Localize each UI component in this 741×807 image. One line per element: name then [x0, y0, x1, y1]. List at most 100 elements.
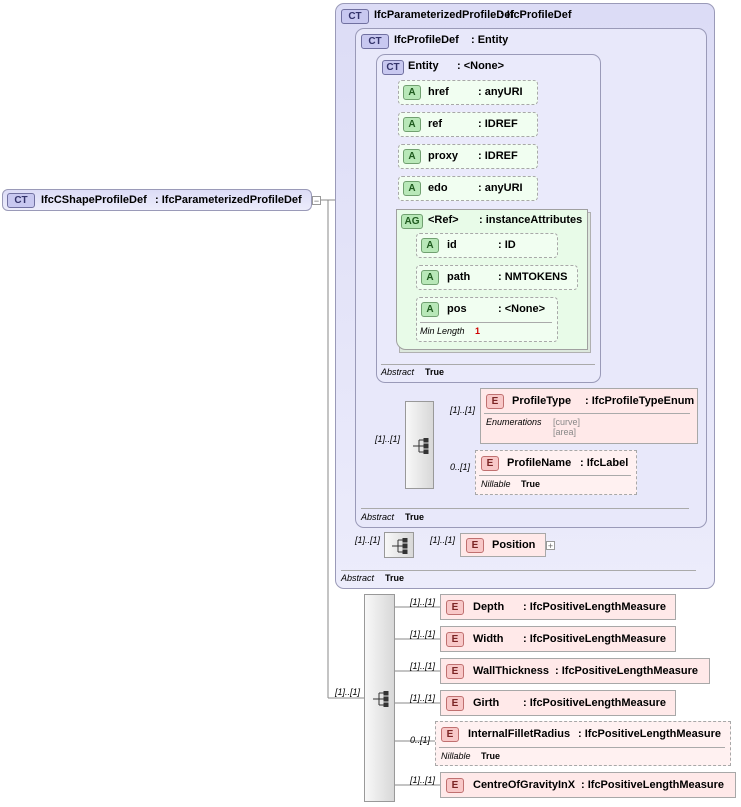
attribute-icon: A	[403, 149, 421, 164]
nillable-label: Nillable	[481, 479, 511, 489]
attribute-path[interactable]: A path : NMTOKENS	[416, 265, 578, 290]
attribute-name: path	[447, 271, 471, 283]
attribute-name: proxy	[428, 150, 458, 162]
element-icon: E	[446, 778, 464, 793]
attribute-icon: A	[403, 85, 421, 100]
sequence-icon	[373, 691, 389, 707]
element-multiplicity: [1]..[1]	[410, 629, 436, 639]
element-name: InternalFilletRadius	[468, 728, 571, 740]
element-depth[interactable]: E Depth : IfcPositiveLengthMeasure	[440, 594, 676, 620]
divider	[479, 475, 631, 476]
element-icon: E	[486, 394, 504, 409]
parameterized-type: : IfcProfileDef	[500, 9, 572, 21]
profile-def-type: : Entity	[471, 34, 509, 46]
complex-type-icon: CT	[382, 60, 404, 75]
expand-toggle-icon[interactable]: +	[546, 541, 555, 551]
element-type: : IfcProfileTypeEnum	[585, 395, 695, 407]
element-width[interactable]: E Width : IfcPositiveLengthMeasure	[440, 626, 676, 652]
collapse-toggle-icon[interactable]: −	[312, 196, 321, 206]
root-name: IfcCShapeProfileDef	[41, 194, 147, 206]
element-name: WallThickness	[473, 665, 550, 677]
attribute-group-type: : instanceAttributes	[479, 214, 583, 226]
element-icon: E	[446, 664, 464, 679]
complex-type-icon: CT	[341, 9, 369, 24]
attribute-icon: A	[421, 302, 439, 317]
element-internal-fillet-radius[interactable]: E InternalFilletRadius : IfcPositiveLeng…	[435, 721, 731, 766]
sequence-compositor[interactable]	[384, 532, 414, 558]
nillable-value: True	[521, 479, 541, 489]
element-wall-thickness[interactable]: E WallThickness : IfcPositiveLengthMeasu…	[440, 658, 710, 684]
complex-type-icon: CT	[361, 34, 389, 49]
sequence-icon	[392, 538, 408, 554]
attribute-name: href	[428, 86, 449, 98]
nillable-label: Nillable	[441, 751, 471, 761]
attribute-proxy[interactable]: A proxy : IDREF	[398, 144, 538, 169]
attribute-type: : ID	[498, 239, 516, 251]
element-name: Position	[492, 539, 536, 551]
element-multiplicity: [1]..[1]	[430, 535, 456, 545]
element-icon: E	[446, 600, 464, 615]
element-girth[interactable]: E Girth : IfcPositiveLengthMeasure	[440, 690, 676, 716]
attribute-type: : anyURI	[478, 86, 523, 98]
abstract-label: Abstract	[381, 367, 415, 377]
attribute-name: id	[447, 239, 457, 251]
element-name: ProfileType	[512, 395, 572, 407]
enumeration-value: [curve]	[553, 417, 581, 427]
element-position[interactable]: E Position	[460, 533, 546, 557]
attribute-href[interactable]: A href : anyURI	[398, 80, 538, 105]
element-type: : IfcPositiveLengthMeasure	[555, 665, 699, 677]
element-multiplicity: [1]..[1]	[450, 405, 476, 415]
attribute-group-icon: AG	[401, 214, 423, 229]
element-multiplicity: 0..[1]	[410, 735, 431, 745]
parameterized-name: IfcParameterizedProfileDef	[374, 9, 514, 21]
element-icon: E	[466, 538, 484, 553]
divider	[420, 322, 552, 323]
attribute-type: : NMTOKENS	[498, 271, 568, 283]
element-type: : IfcPositiveLengthMeasure	[523, 697, 667, 709]
root-complex-type[interactable]: CT IfcCShapeProfileDef : IfcParameterize…	[2, 189, 312, 211]
divider	[361, 508, 689, 509]
abstract-label: Abstract	[361, 512, 395, 522]
attribute-type: : anyURI	[478, 182, 523, 194]
attribute-pos[interactable]: A pos : <None> Min Length 1	[416, 297, 558, 342]
attribute-name: pos	[447, 303, 467, 315]
attribute-icon: A	[403, 117, 421, 132]
sequence-compositor[interactable]	[405, 401, 434, 489]
facet-value: 1	[475, 326, 481, 336]
element-icon: E	[446, 696, 464, 711]
attribute-name: ref	[428, 118, 443, 130]
divider	[341, 570, 696, 571]
attribute-icon: A	[403, 181, 421, 196]
abstract-value: True	[405, 512, 425, 522]
entity-name: Entity	[408, 60, 439, 72]
element-name: Girth	[473, 697, 500, 709]
attribute-icon: A	[421, 270, 439, 285]
element-multiplicity: [1]..[1]	[410, 661, 436, 671]
sequence-multiplicity: [1]..[1]	[375, 434, 401, 444]
element-type: : IfcLabel	[580, 457, 629, 469]
element-type: : IfcPositiveLengthMeasure	[581, 779, 725, 791]
attribute-ref[interactable]: A ref : IDREF	[398, 112, 538, 137]
element-icon: E	[481, 456, 499, 471]
element-icon: E	[446, 632, 464, 647]
abstract-label: Abstract	[341, 573, 375, 583]
element-type: : IfcPositiveLengthMeasure	[578, 728, 722, 740]
entity-type: : <None>	[457, 60, 505, 72]
element-centre-of-gravity-in-x[interactable]: E CentreOfGravityInX : IfcPositiveLength…	[440, 772, 736, 798]
attribute-type: : IDREF	[478, 118, 518, 130]
abstract-value: True	[385, 573, 405, 583]
element-name: Width	[473, 633, 504, 645]
element-profile-name[interactable]: E ProfileName : IfcLabel Nillable True	[475, 450, 637, 495]
element-type: : IfcPositiveLengthMeasure	[523, 633, 667, 645]
divider	[484, 413, 690, 414]
attribute-id[interactable]: A id : ID	[416, 233, 558, 258]
sequence-multiplicity: [1]..[1]	[355, 535, 381, 545]
attribute-edo[interactable]: A edo : anyURI	[398, 176, 538, 201]
element-name: CentreOfGravityInX	[473, 779, 576, 791]
abstract-value: True	[425, 367, 445, 377]
attribute-group-name: <Ref>	[428, 214, 459, 226]
sequence-compositor[interactable]	[364, 594, 395, 802]
sequence-multiplicity: [1]..[1]	[335, 687, 361, 697]
element-profile-type[interactable]: E ProfileType : IfcProfileTypeEnum Enume…	[480, 388, 698, 444]
nillable-value: True	[481, 751, 501, 761]
